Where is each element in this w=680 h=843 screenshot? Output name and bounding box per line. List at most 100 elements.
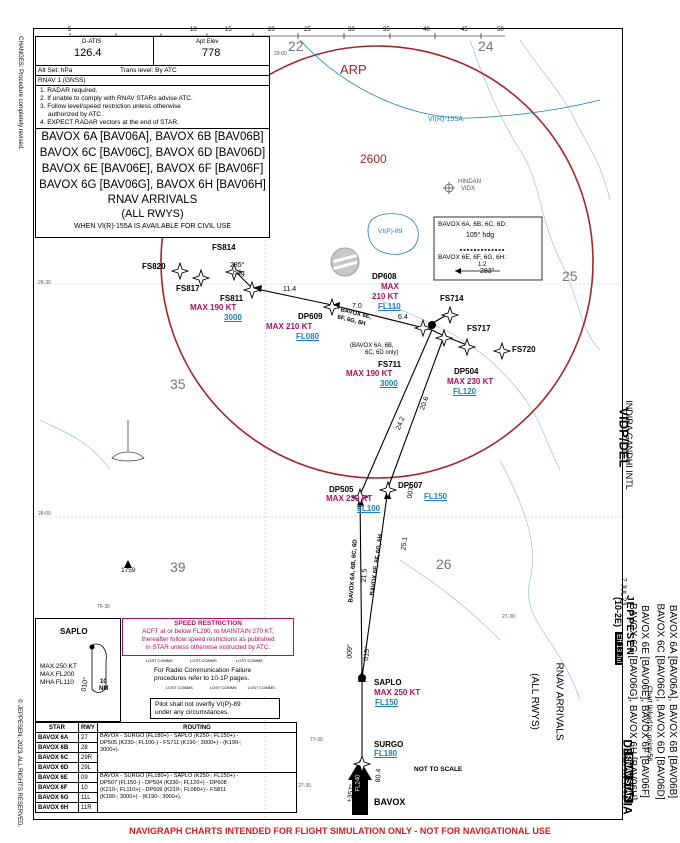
title-line-2: BAVOX 6C [BAV06C], BAVOX 6D [BAV06D] <box>39 147 266 159</box>
lat-label-2830: 28-30 <box>38 280 51 286</box>
fs711-label: FS711 <box>378 360 402 369</box>
fs711-note-1: (BAVOX 6A, 6B, <box>350 343 394 349</box>
fs814-label: FS814 <box>212 243 236 252</box>
title-line-1: BAVOX 6A [BAV06A], BAVOX 6B [BAV06B] <box>41 131 264 143</box>
lost-comms-tag-6: LOST COMMS <box>248 685 275 690</box>
scale-tick-10: 10 <box>190 27 197 33</box>
apt-elev-label: Apt Elev <box>196 39 219 45</box>
hindan-label: HINDAN <box>458 179 482 185</box>
lat-label-2730b: 27-30 <box>298 783 311 789</box>
saplo-fix-symbol <box>358 674 366 682</box>
title-line-5: RNAV ARRIVALS <box>107 194 198 206</box>
lost-comms-tag-4: LOST COMMS <box>166 685 193 690</box>
fs811-alt: 3000 <box>224 313 242 322</box>
notes-box: 1. RADAR required. 2. If unable to compl… <box>35 85 270 129</box>
saplo-hold-speed: MAX 250 KT <box>40 663 77 670</box>
hdg-box-frame <box>433 216 543 281</box>
crs-015: 015° <box>363 645 372 662</box>
scale-tick-30: 30 <box>348 27 355 33</box>
fs711-speed: MAX 190 KT <box>346 369 393 378</box>
leg-21-5: 21.5 <box>360 568 369 583</box>
leg-11-4: 11.4 <box>283 286 297 293</box>
dp507-label: DP507 <box>398 481 423 490</box>
lat-label-29: 29-00 <box>274 51 287 57</box>
fs711-alt: 3000 <box>380 379 398 388</box>
note-3b: authorized by ATC. <box>48 111 103 118</box>
title-line-3: BAVOX 6E [BAV06E], BAVOX 6F [BAV06F] <box>41 163 264 175</box>
dp609-label: DP609 <box>298 312 323 321</box>
atis-label: D-ATIS <box>82 39 102 45</box>
fs811-speed: MAX 190 KT <box>190 303 237 312</box>
hdg-box-ratio: 1:2 <box>478 262 487 268</box>
alt-set: Alt Set: hPa <box>38 67 73 74</box>
note-4: 4. EXPECT RADAR vectors at the end of ST… <box>40 119 179 126</box>
fs820-label: FS820 <box>142 262 166 271</box>
grid-cell-26: 26 <box>436 556 452 572</box>
hindan-airport-icon <box>443 182 455 194</box>
simulation-disclaimer: NAVIGRAPH CHARTS INTENDED FOR FLIGHT SIM… <box>129 826 551 836</box>
dp504-fl: FL120 <box>453 387 477 396</box>
atis-frequency: 126.4 <box>74 47 102 59</box>
star-routes <box>233 269 468 811</box>
title-block: BAVOX 6A [BAV06A], BAVOX 6B [BAV06B] BAV… <box>35 128 270 238</box>
saplo-fl: FL150 <box>375 698 399 707</box>
scale-tick-40: 40 <box>423 27 430 33</box>
scale-tick-50: 50 <box>497 27 504 33</box>
lost-comms-tag-2: LOST COMMS <box>190 658 217 663</box>
lost-comms-box: LOST COMMS LOST COMMS LOST COMMS For Rad… <box>136 658 280 696</box>
hdg-box-line-1: BAVOX 6A, 6B, 6C, 6D: <box>438 221 507 228</box>
fs811-label: FS811 <box>220 294 244 303</box>
lon-label-7630: 76-30 <box>97 604 110 610</box>
header-box: D-ATIS 126.4 Apt Elev 778 <box>35 36 270 66</box>
scale-tick-15: 15 <box>225 27 232 33</box>
hdg-box-line-2: BAVOX 6E, 6F, 6G, 6H: <box>438 254 507 261</box>
fs720-label: FS720 <box>512 345 536 354</box>
fs817-label: FS817 <box>176 284 200 293</box>
fs811-hdg: 285° <box>230 262 245 269</box>
overfly-note-box: Pilot shall not overfly VI(P)-89 under a… <box>150 698 280 719</box>
crs-009: 009° <box>346 644 354 659</box>
lat-label-2730a: 27-30 <box>502 614 515 620</box>
grid-cell-25: 25 <box>562 268 578 284</box>
holding-pattern-icon <box>89 643 107 693</box>
fs711-note-2: 6C, 6D only) <box>365 350 399 356</box>
surgo-label: SURGO <box>374 740 404 749</box>
dp505-speed: MAX 230 KT <box>326 494 373 503</box>
note-2: 2. If unable to comply with RNAV STARs a… <box>40 95 193 102</box>
apt-elev-value: 778 <box>202 47 221 59</box>
hindan-code: VIDX <box>461 186 476 192</box>
bavox-entry-arrow <box>348 760 372 815</box>
scale-tick-20: 20 <box>268 27 275 33</box>
dp505-fl: FL100 <box>357 504 381 513</box>
terrain-elevation: 1759 <box>121 567 136 574</box>
speed-restriction-box: SPEED RESTRICTION ACFT at or below FL290… <box>122 618 294 656</box>
grid-cell-39: 39 <box>170 559 186 575</box>
bavox-label: BAVOX <box>374 797 406 807</box>
leg-7-0: 7.0 <box>352 303 362 310</box>
note-1: 1. RADAR required. <box>40 87 98 94</box>
fix-symbols <box>170 261 512 774</box>
airport-symbol <box>330 247 360 277</box>
prohibited-area-label: VI(P)-89 <box>378 228 403 235</box>
saplo-hold-max-fl: MAX FL200 <box>40 671 75 678</box>
grid-cell-24: 24 <box>478 38 494 54</box>
routing-header-routing: ROUTING <box>97 722 297 733</box>
scale-tick-25: 25 <box>304 27 311 33</box>
saplo-hold-box: SAPLO MAX 250 KT MAX FL200 MHA FL110 010… <box>35 618 121 722</box>
trans-level: Trans level: By ATC <box>120 67 177 74</box>
prohibited-area <box>367 213 419 255</box>
dp608-fl: FL110 <box>378 302 401 311</box>
speed-restriction-line-3: in STAR unless otherwise instructed by A… <box>145 644 271 651</box>
msa-circle <box>160 45 594 479</box>
saplo-hold-dist-unit: NM <box>99 686 109 692</box>
chart-frame <box>33 28 623 820</box>
terrain-peak-icon <box>124 560 132 568</box>
msa-altitude: 2600 <box>360 152 387 166</box>
dp505-label: DP505 <box>329 485 354 494</box>
bavox-fl: FL240 <box>355 774 362 792</box>
